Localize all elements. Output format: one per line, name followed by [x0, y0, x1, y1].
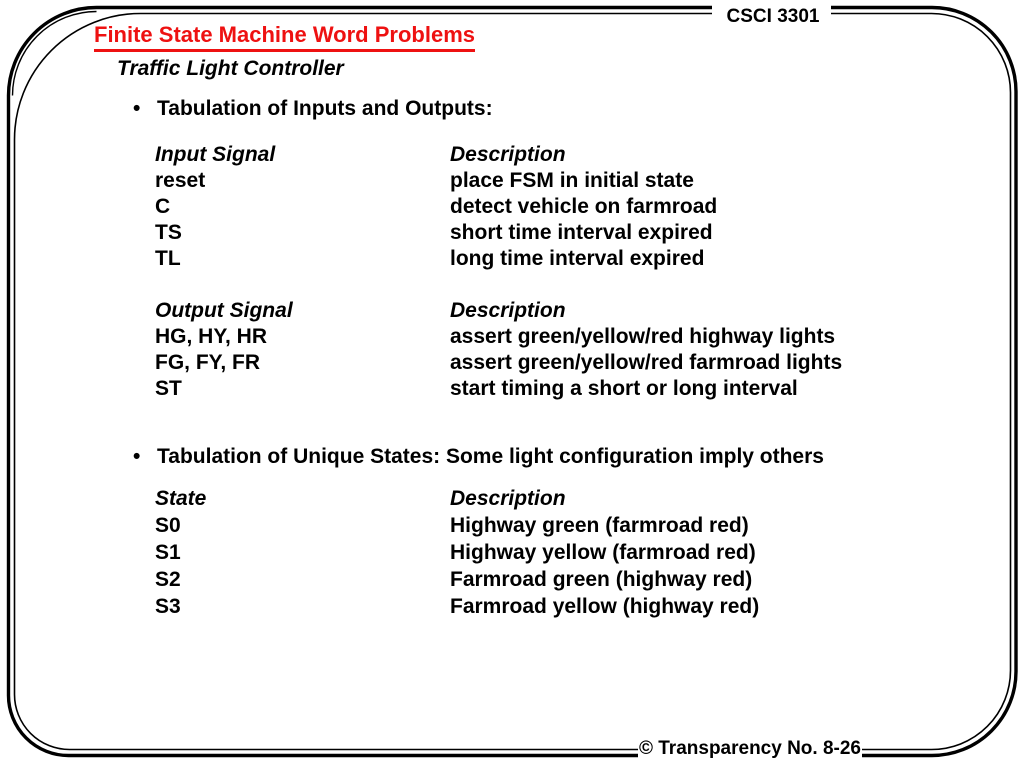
- signal-cell: C: [155, 195, 171, 218]
- description-cell: place FSM in initial state: [450, 169, 694, 192]
- description-cell: assert green/yellow/red highway lights: [450, 325, 836, 348]
- state-cell: S0: [155, 514, 181, 537]
- signal-cell: TL: [155, 247, 181, 270]
- bullet-inputs-outputs: • Tabulation of Inputs and Outputs:: [133, 96, 493, 121]
- state-cell: S3: [155, 595, 181, 618]
- state-cell: S2: [155, 568, 181, 591]
- bullet-unique-states: • Tabulation of Unique States: Some ligh…: [133, 444, 824, 469]
- state-cell: S1: [155, 541, 181, 564]
- bullet-text: Tabulation of Inputs and Outputs:: [157, 97, 493, 120]
- description-cell: Highway yellow (farmroad red): [450, 541, 756, 564]
- border-topleft-flourish-arc: [11, 10, 97, 96]
- page-title: Finite State Machine Word Problems: [94, 22, 475, 53]
- description-cell: assert green/yellow/red farmroad lights: [450, 351, 843, 374]
- table-row: ST start timing a short or long interval: [155, 376, 842, 402]
- table-row: TL long time interval expired: [155, 246, 717, 272]
- signal-cell: FG, FY, FR: [155, 351, 260, 374]
- transparency-number: © Transparency No. 8-26: [638, 738, 862, 759]
- input-signal-table: Input Signal Description reset place FSM…: [155, 142, 717, 272]
- border-inner-line: [13, 12, 1012, 751]
- table-row: S0 Highway green (farmroad red): [155, 512, 759, 539]
- column-header-signal: Input Signal: [155, 143, 276, 166]
- page-subtitle: Traffic Light Controller: [117, 57, 344, 80]
- description-cell: long time interval expired: [450, 247, 705, 270]
- table-row: TS short time interval expired: [155, 220, 717, 246]
- column-header-description: Description: [450, 487, 566, 510]
- table-row: FG, FY, FR assert green/yellow/red farmr…: [155, 350, 842, 376]
- bullet-icon: •: [133, 445, 141, 468]
- column-header-description: Description: [450, 143, 566, 166]
- column-header-state: State: [155, 487, 207, 510]
- column-header-description: Description: [450, 299, 566, 322]
- table-row: S3 Farmroad yellow (highway red): [155, 593, 759, 620]
- description-cell: short time interval expired: [450, 221, 713, 244]
- table-row: S1 Highway yellow (farmroad red): [155, 539, 759, 566]
- table-header-row: Input Signal Description: [155, 142, 717, 168]
- course-code: CSCI 3301: [726, 6, 820, 27]
- border-outer-line: [6, 5, 1018, 758]
- table-row: reset place FSM in initial state: [155, 168, 717, 194]
- description-cell: Highway green (farmroad red): [450, 514, 749, 537]
- signal-cell: ST: [155, 377, 182, 400]
- signal-cell: HG, HY, HR: [155, 325, 268, 348]
- signal-cell: TS: [155, 221, 182, 244]
- column-header-signal: Output Signal: [155, 299, 293, 322]
- signal-cell: reset: [155, 169, 206, 192]
- table-row: C detect vehicle on farmroad: [155, 194, 717, 220]
- state-table: State Description S0 Highway green (farm…: [155, 485, 759, 620]
- description-cell: start timing a short or long interval: [450, 377, 798, 400]
- bullet-text: Tabulation of Unique States: Some light …: [157, 445, 824, 468]
- table-row: HG, HY, HR assert green/yellow/red highw…: [155, 324, 842, 350]
- output-signal-table: Output Signal Description HG, HY, HR ass…: [155, 298, 842, 402]
- description-cell: Farmroad green (highway red): [450, 568, 753, 591]
- table-row: S2 Farmroad green (highway red): [155, 566, 759, 593]
- table-header-row: State Description: [155, 485, 759, 512]
- bullet-icon: •: [133, 97, 141, 120]
- table-header-row: Output Signal Description: [155, 298, 842, 324]
- description-cell: detect vehicle on farmroad: [450, 195, 718, 218]
- description-cell: Farmroad yellow (highway red): [450, 595, 760, 618]
